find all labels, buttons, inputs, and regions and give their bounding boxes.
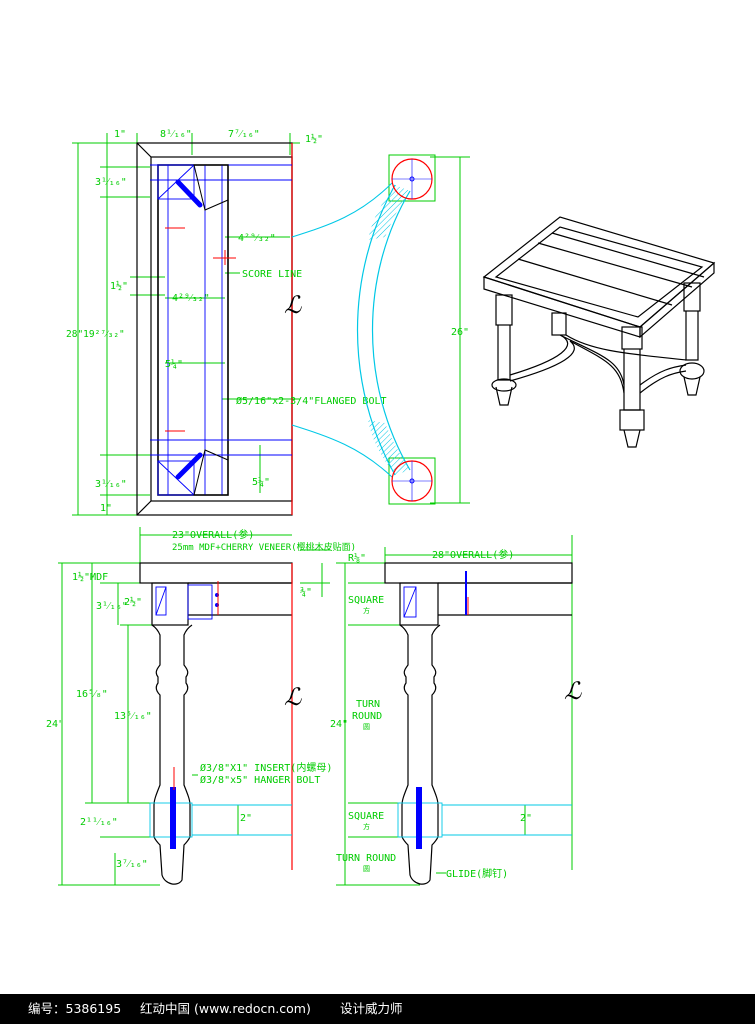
front-top-right-dim: ¾" [300, 586, 312, 598]
dim-top-4: 1½" [305, 133, 323, 145]
script-l-mark: ℒ [284, 291, 302, 319]
dim-overall-left: 28"19²⁷⁄₃₂" [66, 329, 125, 340]
script-l-mark-side: ℒ [564, 677, 582, 705]
script-l-mark-front: ℒ [284, 683, 302, 711]
image-id-text: 编号：5386195 [28, 1001, 122, 1016]
dim-left-lower: 3¹⁄₁₆" [95, 479, 127, 490]
front-mdf-note: 1½"MDF [72, 571, 108, 583]
side-total-dim: 24" [330, 719, 348, 730]
side-square-low: SQUARE [348, 811, 384, 822]
dim-left-mid: 1½" [110, 280, 128, 292]
side-square-top: SQUARE [348, 595, 384, 606]
front-insert-note: Ø3/8"X1" INSERT(内螺母) [200, 761, 332, 774]
side-turn-round-sub: 圆 [363, 723, 370, 731]
side-round-label: ROUND [352, 711, 382, 722]
front-overall-dim: 23"OVERALL(参) [172, 528, 254, 541]
dim-inner-low: 5¼" [165, 358, 183, 370]
side-foot-dim: 2" [520, 813, 532, 824]
front-leg-dim: 16⁵⁄₈" [76, 689, 108, 700]
side-elevation: 28"OVERALL(参) R⅛" SQUARE 方 TURN ROUND 圆 … [330, 535, 582, 886]
dim-top-3: 7⁷⁄₁₆" [228, 129, 260, 140]
top-plan-view: 1" 8¹⁄₁₆" 7⁷⁄₁₆" 1½" 3¹⁄₁₆" 1½" 3¹⁄₁₆" 1… [66, 129, 387, 516]
side-square-top-sub: 方 [363, 606, 370, 615]
flanged-bolt-label: Ø5/16"x2-3/4"FLANGED BOLT [236, 395, 387, 407]
stretcher-view: 26" [291, 154, 470, 505]
site-text: 红动中国 (www.redocn.com) [140, 1001, 311, 1016]
side-square-low-sub: 方 [363, 822, 370, 831]
side-turn-label: TURN [356, 699, 380, 710]
dim-top-1: 1" [114, 129, 126, 140]
front-hanger-note: Ø3/8"x5" HANGER BOLT [200, 774, 320, 786]
watermark-footer: 编号：5386195 红动中国 (www.redocn.com) 设计威力师 [0, 994, 755, 1024]
front-turn-dim: 13⁵⁄₁₆" [114, 711, 152, 722]
front-apron-dim-b: 2½" [124, 596, 142, 608]
side-turn-round-low: TURN ROUND [336, 853, 396, 864]
front-total-dim: 24" [46, 719, 64, 730]
front-foot-dim: 2¹¹⁄₁₆" [80, 817, 118, 828]
isometric-stool [482, 216, 716, 448]
dim-top-2: 8¹⁄₁₆" [160, 129, 192, 140]
side-radius-dim: R⅛" [348, 552, 366, 564]
front-foot-dim-2: 2" [240, 813, 252, 824]
score-line-label: SCORE LINE [242, 269, 302, 280]
side-glide-note: GLIDE(脚钉) [446, 867, 508, 880]
slogan-text: 设计威力师 [340, 1001, 403, 1016]
side-turn-round-low-sub: 圆 [363, 865, 370, 873]
front-apron-dim-a: 3¹⁄₁₆" [96, 601, 128, 612]
dim-inner-top: 4²⁹⁄₃₂" [238, 233, 276, 244]
dim-left-bottom: 1" [100, 503, 112, 514]
front-veneer-note: 25mm MDF+CHERRY VENEER(樱桃木皮贴面) [172, 541, 356, 553]
dim-left-upper: 3¹⁄₁₆" [95, 177, 127, 188]
front-bottom-dim: 3⁷⁄₁₆" [116, 859, 148, 870]
stretcher-height-dim: 26" [451, 327, 469, 338]
dim-inner-bottom: 5¼" [252, 476, 270, 488]
front-elevation: 23"OVERALL(参) 25mm MDF+CHERRY VENEER(樱桃木… [46, 527, 356, 886]
side-overall-dim: 28"OVERALL(参) [432, 548, 514, 561]
dim-inner-mid: 4²⁹⁄₃₂" [172, 293, 210, 304]
